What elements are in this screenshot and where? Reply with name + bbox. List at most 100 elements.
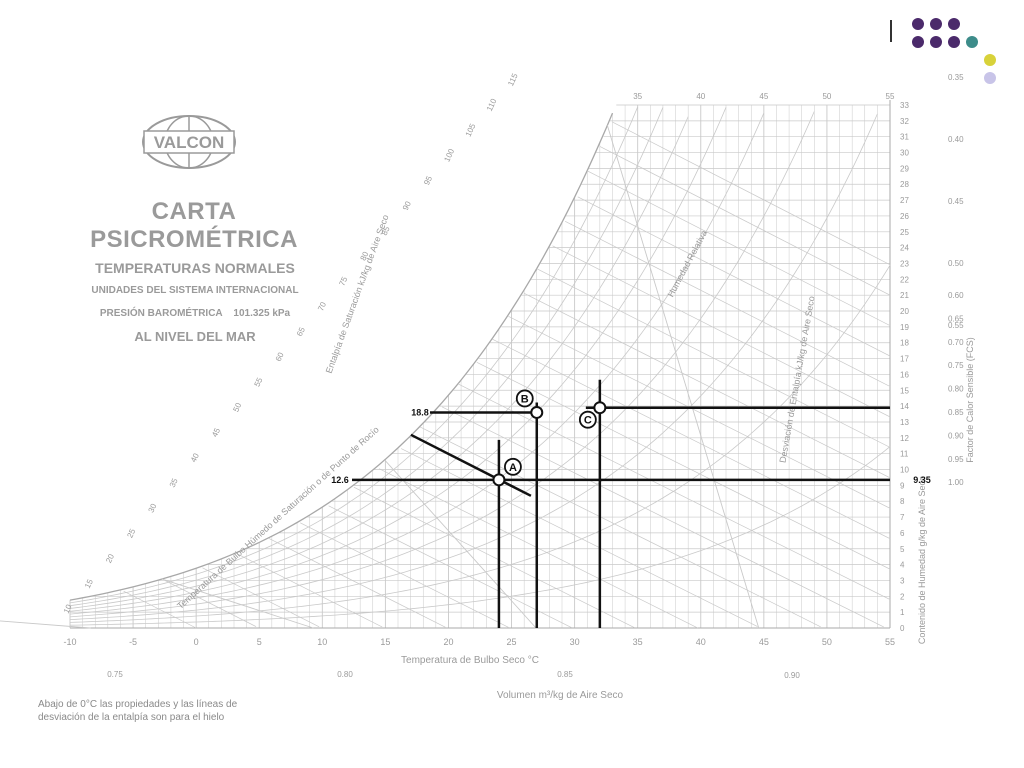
y-tick-label: 8 — [900, 497, 905, 506]
fcs-tick-label: 1.00 — [948, 478, 964, 487]
y-tick-label: 19 — [900, 323, 909, 332]
process-line — [410, 433, 532, 497]
fcs-tick-label: 0.70 — [948, 338, 964, 347]
fcs-tick-label: 0.75 — [948, 361, 964, 370]
ice-note: Abajo de 0°C las propiedades y las línea… — [38, 699, 238, 723]
point-marker-c — [593, 401, 607, 415]
y-tick-label: 2 — [900, 592, 905, 601]
y-tick-label: 3 — [900, 576, 905, 585]
fcs-tick-label: 0.95 — [948, 455, 964, 464]
relative-humidity-curve — [69, 107, 664, 607]
y-tick-label: 14 — [900, 402, 909, 411]
enthalpy-tick-label: 70 — [316, 300, 328, 312]
chart-title: CARTA PSICROMÉTRICA — [90, 198, 298, 253]
enthalpy-line — [612, 121, 891, 266]
valcon-logo: VALCON — [142, 115, 236, 169]
y-tick-label: 15 — [900, 386, 909, 395]
volume-tick-label: 0.80 — [337, 670, 353, 679]
enthalpy-line — [328, 505, 572, 628]
enthalpy-line — [564, 220, 891, 387]
top-x-tick-label: 40 — [696, 92, 705, 101]
enthalpy-line — [419, 426, 821, 628]
relative-humidity-curve — [69, 446, 891, 626]
y-tick-label: 23 — [900, 259, 909, 268]
y-tick-label: 13 — [900, 418, 909, 427]
enthalpy-tick-label: 95 — [422, 174, 434, 186]
enthalpy-tick-label: 90 — [401, 199, 413, 211]
enthalpy-axis-title: Entalpía de Saturación kJ/kg de Aire Sec… — [324, 213, 391, 374]
x-tick-label: 40 — [696, 637, 706, 647]
enthalpy-tick-label: 60 — [274, 351, 286, 363]
enthalpy-tick-label: 20 — [104, 552, 116, 564]
enthalpy-tick-label: 25 — [125, 527, 137, 539]
x-tick-label: 35 — [633, 637, 643, 647]
fcs-tick-label: 0.85 — [948, 408, 964, 417]
y-tick-label: 28 — [900, 180, 909, 189]
y-tick-label: 27 — [900, 196, 909, 205]
relative-humidity-curve — [69, 106, 639, 604]
enthalpy-tick-label: 65 — [295, 325, 307, 337]
wetbulb-axis-title: Temperatura de Bulbo Húmedo de Saturació… — [175, 425, 381, 612]
enthalpy-line — [164, 579, 257, 627]
y-tick-label: 10 — [900, 466, 909, 475]
x-tick-label: 20 — [443, 637, 453, 647]
decorative-dots-icon — [910, 16, 1020, 106]
enthalpy-line — [378, 468, 698, 629]
volume-tick-label: 0.85 — [557, 670, 573, 679]
x-tick-label: 55 — [885, 637, 895, 647]
point-label-b: B — [521, 393, 529, 405]
top-x-tick-label: 45 — [759, 92, 768, 101]
enthalpy-line — [599, 146, 891, 296]
enthalpy-line — [508, 315, 891, 509]
y-tick-label: 26 — [900, 212, 909, 221]
top-x-tick-label: 55 — [886, 92, 895, 101]
x-tick-label: 45 — [759, 637, 769, 647]
y-tick-label: 6 — [900, 529, 905, 538]
y-tick-label: 0 — [900, 624, 905, 633]
enthalpy-line — [536, 268, 891, 448]
y-tick-label: 29 — [900, 164, 909, 173]
relative-humidity-curve — [69, 113, 878, 620]
relative-humidity-curve — [69, 111, 815, 618]
relative-humidity-curve — [69, 113, 765, 615]
enthalpy-line — [587, 170, 891, 326]
point-label-circle-a — [504, 457, 522, 476]
enthalpy-tick-label: 110 — [485, 97, 499, 113]
y-tick-label: 33 — [900, 101, 909, 110]
y-tick-label: 32 — [900, 117, 909, 126]
y-tick-label: 12 — [900, 434, 909, 443]
relative-humidity-curve — [69, 116, 689, 609]
volume-tick-label: 0.75 — [107, 670, 123, 679]
enthalpy-line — [123, 590, 197, 629]
fcs-tick-label: 0.40 — [948, 135, 964, 144]
enthalpy-tick-label: 15 — [83, 577, 95, 589]
enthalpy-line — [476, 362, 891, 570]
enthalpy-line — [300, 522, 509, 628]
fcs-tick-label: 0.35 — [948, 73, 964, 82]
y-tick-label: 5 — [900, 545, 905, 554]
y-tick-label: 21 — [900, 291, 909, 300]
enthalpy-line — [457, 383, 891, 600]
y-tick-label: 24 — [900, 244, 909, 253]
annotation-12-6: 12.6 — [331, 475, 349, 485]
volume-axis-title: Volumen m³/kg de Aire Seco — [497, 690, 624, 701]
point-label-circle-c — [578, 410, 597, 429]
fcs-axis-title: Factor de Calor Sensible (FCS) — [965, 337, 975, 463]
y-tick-label: 17 — [900, 355, 909, 364]
annotation-9-35: 9.35 — [913, 475, 931, 485]
y-tick-label: 1 — [900, 608, 905, 617]
enthalpy-line — [236, 553, 383, 628]
annotation-18-8: 18.8 — [411, 407, 429, 417]
y-tick-label: 11 — [900, 450, 909, 459]
fcs-tick-label: 0.80 — [948, 385, 964, 394]
enthalpy-tick-label: 85 — [380, 225, 392, 237]
fcs-tick-label: 0.55 — [948, 321, 964, 330]
x-tick-label: 5 — [257, 637, 262, 647]
enthalpy-tick-label: 40 — [189, 451, 201, 463]
volume-line — [161, 578, 314, 629]
enthalpy-tick-label: 105 — [464, 122, 478, 138]
enthalpy-line — [400, 448, 758, 627]
